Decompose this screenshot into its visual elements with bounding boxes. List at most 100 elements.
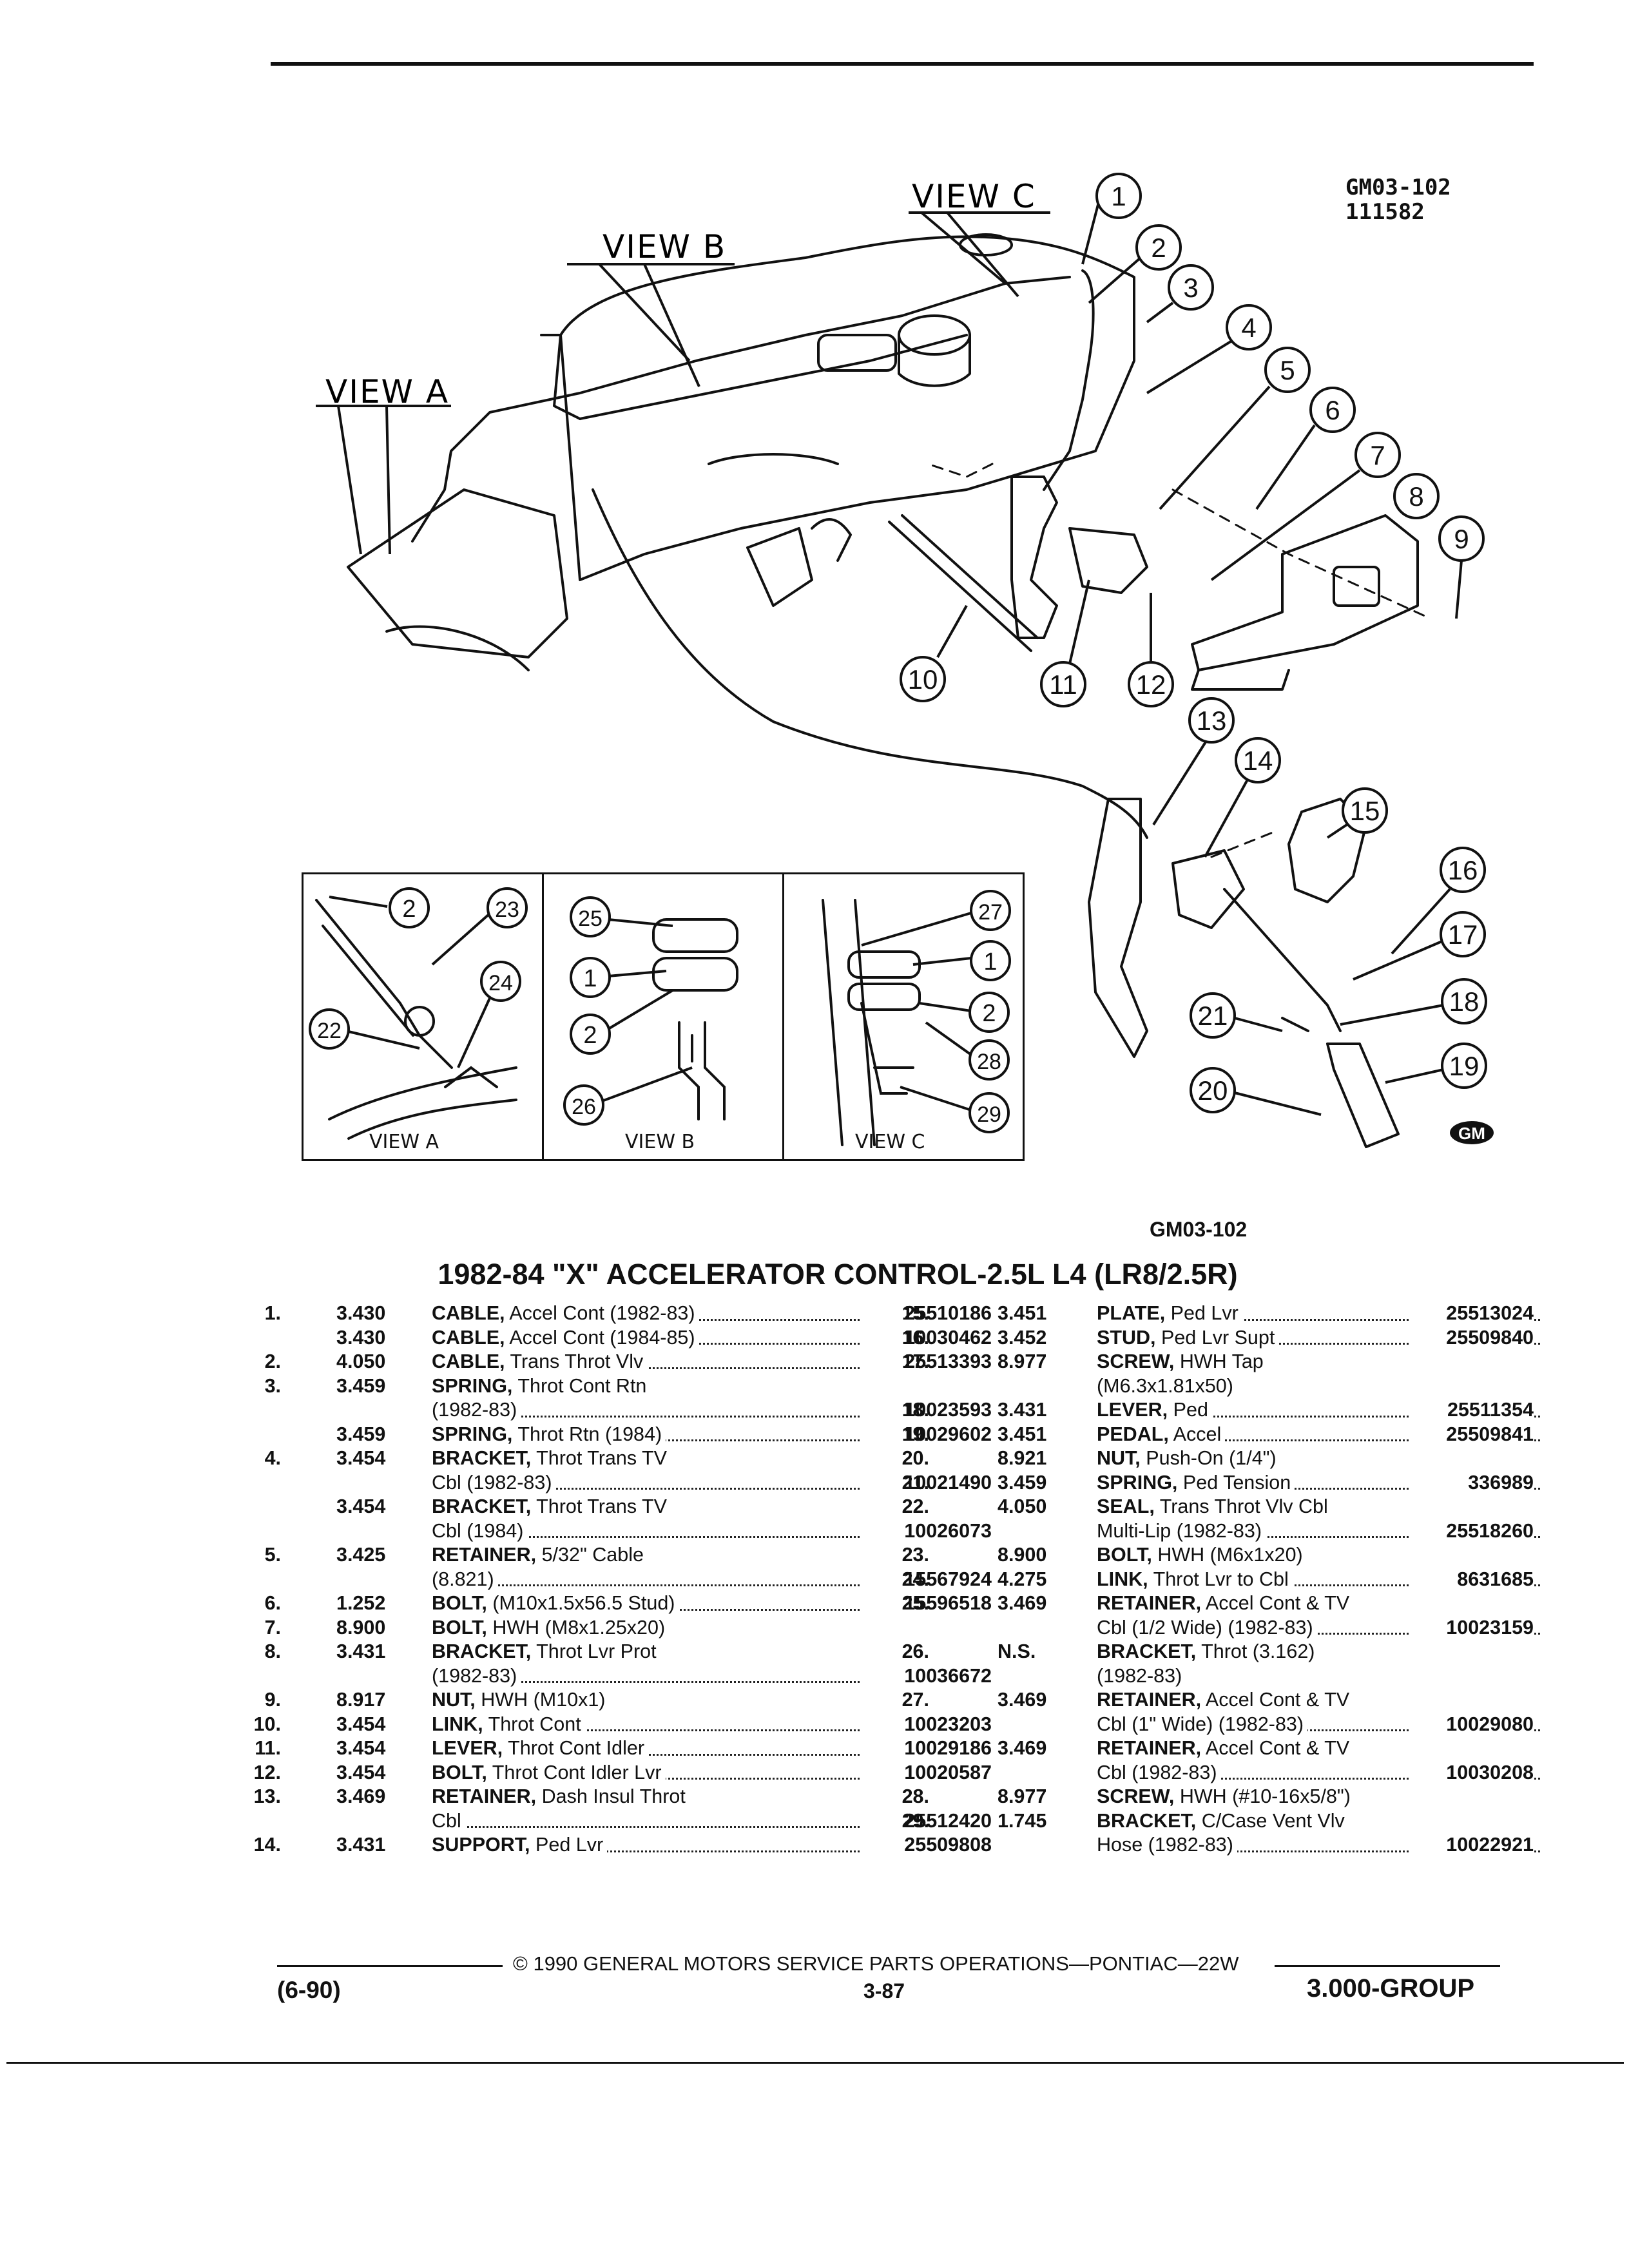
part-number: 25510186 [860,1302,992,1326]
part-number: 10023203 [860,1712,992,1736]
part-desc: Throt Cont Idler [508,1737,645,1759]
svg-text:14: 14 [1243,745,1273,776]
footer-rule-right [1275,1965,1500,1967]
description: NUT, Push-On (1/4") [1097,1447,1280,1469]
group-number: 8.900 [998,1544,1047,1566]
parts-row: (1982-83)10036672 [245,1664,992,1688]
description: Cbl (1" Wide) (1982-83) [1097,1713,1308,1735]
svg-text:15: 15 [1350,796,1380,826]
inset-b-callout-1: 1 [570,957,667,998]
part-desc: Trans Throt Vlv Cbl [1159,1495,1328,1517]
part-desc: HWH Tap [1179,1350,1264,1372]
part-name: BOLT, [1097,1544,1152,1566]
svg-text:8: 8 [1409,481,1423,512]
part-desc: Throt Trans TV [536,1447,667,1469]
item-number: 23. [901,1544,929,1566]
callout-14: 14 [1204,737,1281,858]
parts-row: Cbl (1984)10026073 [245,1519,992,1543]
part-number: 25518260 [1409,1519,1534,1543]
part-name: PLATE, [1097,1302,1166,1324]
svg-text:7: 7 [1370,440,1385,470]
group-number: 3.469 [998,1737,1047,1759]
group-number: 3.431 [998,1399,1047,1421]
group-number: 8.977 [998,1785,1047,1807]
svg-text:18: 18 [1449,986,1480,1017]
svg-text:1: 1 [983,948,997,975]
part-number: 10022921 [1409,1833,1534,1858]
parts-row: Cbl (1982-83)10030208 [893,1760,1540,1785]
description: Cbl [432,1809,465,1832]
part-desc: Cbl (1" Wide) (1982-83) [1097,1713,1304,1735]
part-name: SPRING, [432,1423,513,1445]
part-desc: Throt Lvr to Cbl [1153,1568,1289,1590]
part-number: 10030462 [860,1325,992,1350]
leader-dots [1097,1729,1540,1731]
parts-row: Cbl (1" Wide) (1982-83)10029080 [893,1712,1540,1736]
leader-dots [432,1318,991,1321]
description: SPRING, Throt Rtn (1984) [432,1423,666,1445]
item-number: 6. [264,1592,281,1614]
leader-dots [1097,1439,1540,1441]
group-number: 1.252 [336,1592,386,1614]
part-desc: Accel [1173,1423,1222,1445]
part-number: 10021490 [860,1470,992,1495]
inset-a-callout-23: 23 [431,887,528,966]
part-name: BOLT, [432,1616,487,1639]
group-number: N.S. [998,1640,1036,1662]
description: BRACKET, Throt Lvr Prot [432,1640,660,1662]
svg-text:16: 16 [1448,855,1478,885]
inset-a-callout-2: 2 [329,887,430,928]
part-name: SPRING, [432,1374,513,1397]
part-desc: HWH (#10-16x5/8") [1179,1785,1351,1807]
part-desc: (M10x1.5x56.5 Stud) [492,1592,675,1614]
leader-dots [1097,1415,1540,1418]
item-number: 27. [901,1689,929,1711]
leader-dots [1097,1850,1540,1852]
part-desc: Accel Cont & TV [1205,1737,1350,1759]
inset-b-callout-25: 25 [570,896,673,937]
part-name: BOLT, [432,1592,487,1614]
part-number: 10036672 [860,1664,992,1688]
leader-dots [1097,1584,1540,1586]
parts-row: Cbl (1982-83)10021490 [245,1470,992,1495]
parts-row: Cbl (1/2 Wide) (1982-83)10023159 [893,1615,1540,1640]
exploded-view-illustration: VIEW A VIEW B VIEW C 1 2 3 4 5 6 7 8 9 1… [316,173,1494,1148]
part-desc: 5/32" Cable [541,1544,644,1566]
bottom-rule [6,2062,1624,2064]
description: BOLT, Throt Cont Idler Lvr [432,1761,666,1783]
leader-dots [432,1753,991,1756]
part-desc: (8.821) [432,1568,494,1590]
item-number: 1. [264,1302,281,1324]
callout-8: 8 [1393,473,1440,519]
inset-c-callout-1: 1 [912,940,1011,981]
footer-date: (6-90) [277,1977,341,2003]
item-number: 13. [253,1785,281,1807]
part-number: 10029186 [860,1736,992,1761]
callout-6: 6 [1255,387,1356,510]
description: Cbl (1/2 Wide) (1982-83) [1097,1616,1317,1639]
leader-dots [1097,1778,1540,1780]
description: RETAINER, 5/32" Cable [432,1544,648,1566]
item-number: 8. [264,1640,281,1662]
svg-text:2: 2 [583,1022,597,1049]
description: CABLE, Accel Cont (1984-85) [432,1326,699,1349]
item-number: 3. [264,1374,281,1397]
group-number: 3.431 [336,1834,386,1856]
group-number: 3.469 [998,1592,1047,1614]
group-number: 4.050 [336,1350,386,1372]
leader-dots [1097,1488,1540,1490]
description: CABLE, Trans Throt Vlv [432,1350,648,1372]
item-number: 26. [901,1640,929,1662]
part-name: SEAL, [1097,1495,1155,1517]
item-number: 10. [253,1713,281,1735]
page-title: 1982-84 "X" ACCELERATOR CONTROL-2.5L L4 … [438,1258,1238,1291]
part-desc: Dash Insul Throt [541,1785,686,1807]
